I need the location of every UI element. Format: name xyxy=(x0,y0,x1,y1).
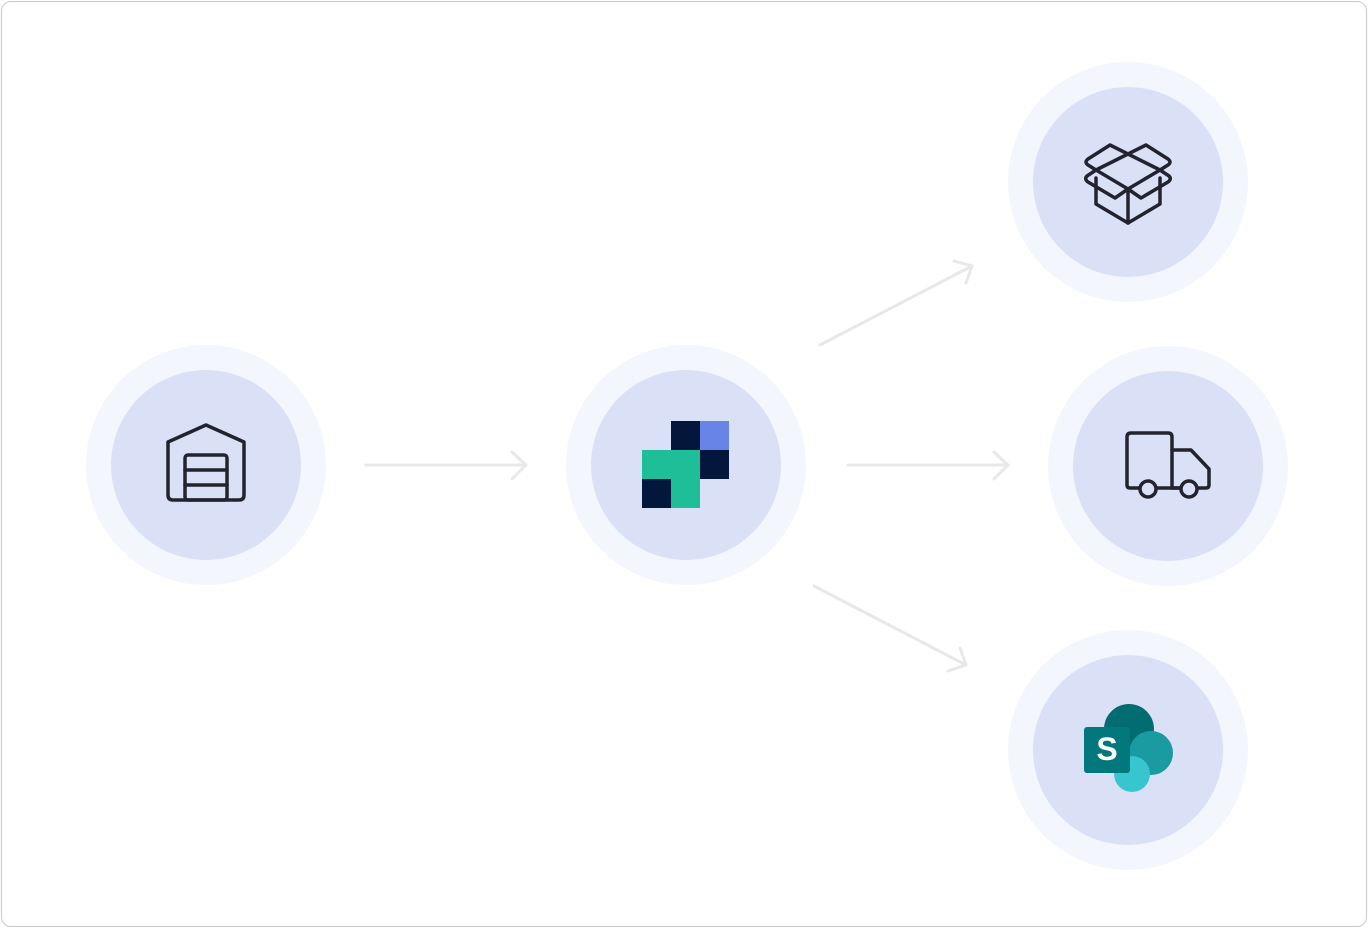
hub-node xyxy=(566,345,806,585)
package-box-icon xyxy=(1083,143,1173,225)
hub-logo-icon xyxy=(642,421,729,508)
package-node-circle xyxy=(1033,87,1223,277)
arrow-hub-to-package xyxy=(818,259,974,347)
sharepoint-node: S xyxy=(1008,630,1248,870)
hub-node-circle xyxy=(591,370,781,560)
delivery-truck-icon xyxy=(1125,431,1211,499)
warehouse-icon xyxy=(166,423,246,502)
arrow-warehouse-to-hub xyxy=(364,450,528,481)
sharepoint-letter: S xyxy=(1096,731,1117,767)
arrow-hub-to-truck xyxy=(846,450,1010,481)
truck-node-circle xyxy=(1073,371,1263,561)
sharepoint-node-circle: S xyxy=(1033,655,1223,845)
sharepoint-logo-icon: S xyxy=(1084,704,1173,792)
truck-node xyxy=(1048,346,1288,586)
warehouse-node xyxy=(86,345,326,585)
arrow-hub-to-sharepoint xyxy=(812,584,968,673)
package-node xyxy=(1008,62,1248,302)
warehouse-node-circle xyxy=(111,370,301,560)
